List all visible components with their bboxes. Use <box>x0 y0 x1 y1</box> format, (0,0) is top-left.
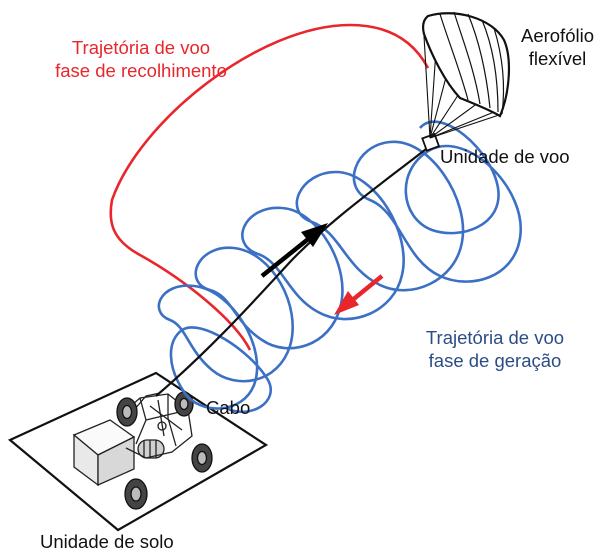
generation-path-label-line2: fase de geração <box>428 350 562 371</box>
descent-arrow <box>334 274 384 315</box>
generation-path-label: Trajetória de voo fase de geração <box>400 326 590 372</box>
tether-cable <box>155 145 431 397</box>
wheel-rear-left <box>124 478 148 510</box>
ground-unit-label: Unidade de solo <box>40 531 174 552</box>
cable-label: Cabo <box>206 397 251 418</box>
airfoil-label: Aerofólio flexível <box>505 24 610 70</box>
ascent-arrow <box>260 223 328 278</box>
wheel-front-left <box>116 397 138 427</box>
ground-vehicle-icon <box>72 391 213 510</box>
recovery-path-label-line1: Trajetória de voo <box>71 37 211 58</box>
airfoil-label-line1: Aerofólio <box>520 25 594 46</box>
flight-unit <box>421 132 441 152</box>
wheel-front-right <box>174 391 194 417</box>
generation-path <box>157 120 523 414</box>
generation-path-label-line1: Trajetória de voo <box>425 327 565 348</box>
recovery-path-label: Trajetória de voo fase de recolhimento <box>16 36 266 82</box>
airfoil-label-line2: flexível <box>528 48 587 69</box>
kite-icon <box>421 11 511 118</box>
recovery-path <box>109 23 430 351</box>
recovery-path-label-line2: fase de recolhimento <box>55 60 227 81</box>
flight-unit-label: Unidade de voo <box>440 146 570 167</box>
ground-unit <box>7 371 269 532</box>
wheel-rear-right <box>191 443 213 473</box>
